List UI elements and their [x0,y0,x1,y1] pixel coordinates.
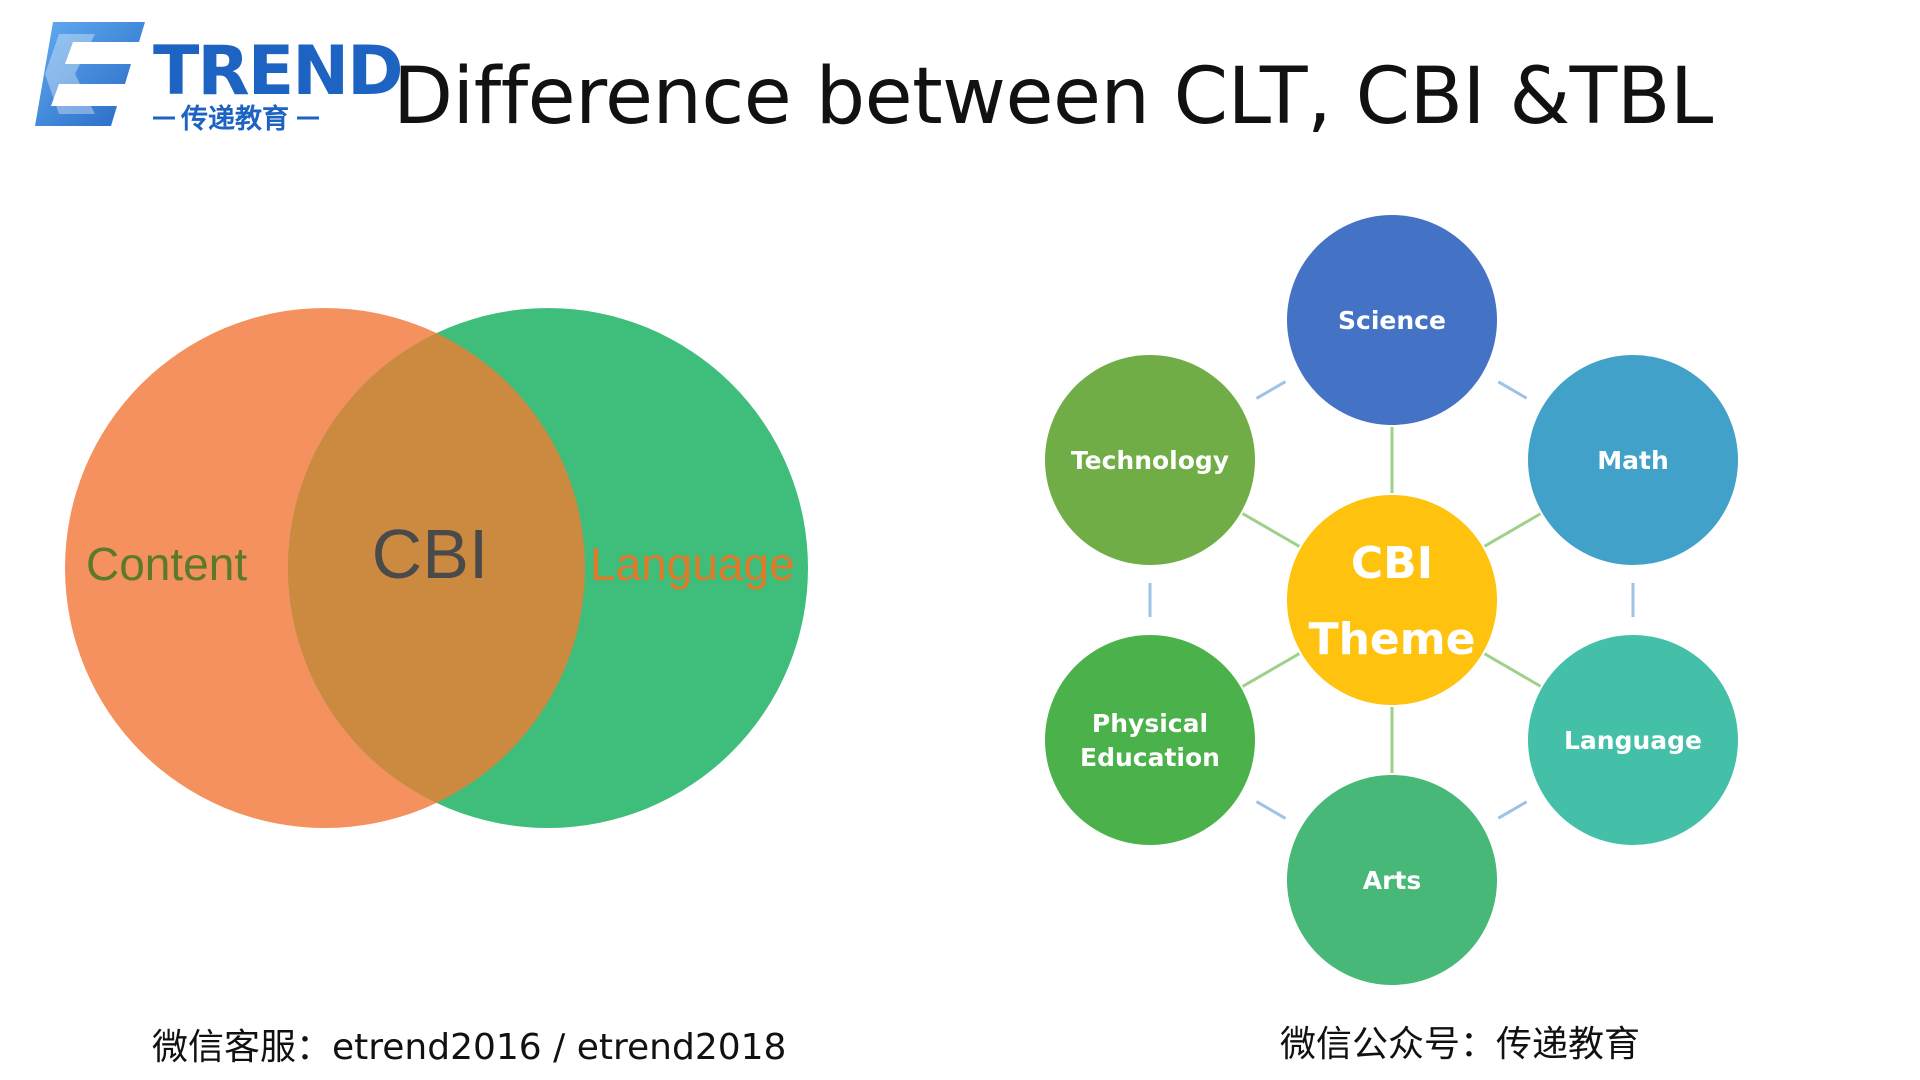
spoke-connector [1241,512,1301,548]
hub-center-cbi-theme-circle [1287,495,1497,705]
logo-subtitle: 传递教育 [180,103,289,135]
hub-node-science: Science [1287,215,1497,425]
logo-wordmark: TREND [153,32,402,111]
hub-node-language-label: Language [1564,726,1702,755]
hub-node-physical-education-circle [1045,635,1255,845]
hub-spoke-connectors [1241,427,1542,773]
footer-official-account: 微信公众号：传递教育 [1280,1024,1641,1065]
hub-center-cbi-theme: CBI Theme [1287,495,1497,705]
hub-node-physical-education-label: Education [1080,743,1220,772]
ring-connector [1497,380,1528,400]
hub-node-technology-circle [1045,355,1255,565]
brand-logo: TREND 传递教育 [35,22,404,147]
hub-node-science-circle [1287,215,1497,425]
hub-node-language: Language [1528,635,1738,845]
hub-node-science-label: Science [1338,306,1446,335]
logo-e-mark-icon [35,22,145,126]
hub-node-arts-circle [1287,775,1497,985]
hub-node-language-circle [1528,635,1738,845]
venn-label-cbi: CBI [372,515,489,593]
hub-center-cbi-theme-label: CBI [1351,538,1433,589]
venn-overlap-region [288,308,585,828]
hub-node-math-circle [1528,355,1738,565]
venn-label-content: Content [86,538,247,590]
spoke-connector [1483,652,1542,688]
hub-node-math: Math [1528,355,1738,565]
hub-node-technology: Technology [1045,355,1255,565]
ring-connector [1255,800,1287,820]
ring-connector [1497,800,1528,820]
spoke-connector [1483,512,1542,548]
logo-graphic: TREND 传递教育 [35,22,404,135]
hub-node-arts-label: Arts [1363,866,1422,895]
hub-node-arts: Arts [1287,775,1497,985]
hub-node-physical-education-label: Physical [1092,709,1208,738]
spoke-connector [1241,652,1301,688]
venn-label-language: Language [590,538,795,590]
ring-connector [1255,380,1287,400]
hub-ring-connectors [1148,380,1635,820]
hub-node-technology-label: Technology [1071,446,1229,475]
page-title: Difference between CLT, CBI &TBL [393,52,1713,142]
hub-node-math-label: Math [1597,446,1669,475]
hub-center-cbi-theme-label: Theme [1309,614,1476,665]
footer-customer-service: 微信客服：etrend2016 / etrend2018 [152,1027,787,1068]
